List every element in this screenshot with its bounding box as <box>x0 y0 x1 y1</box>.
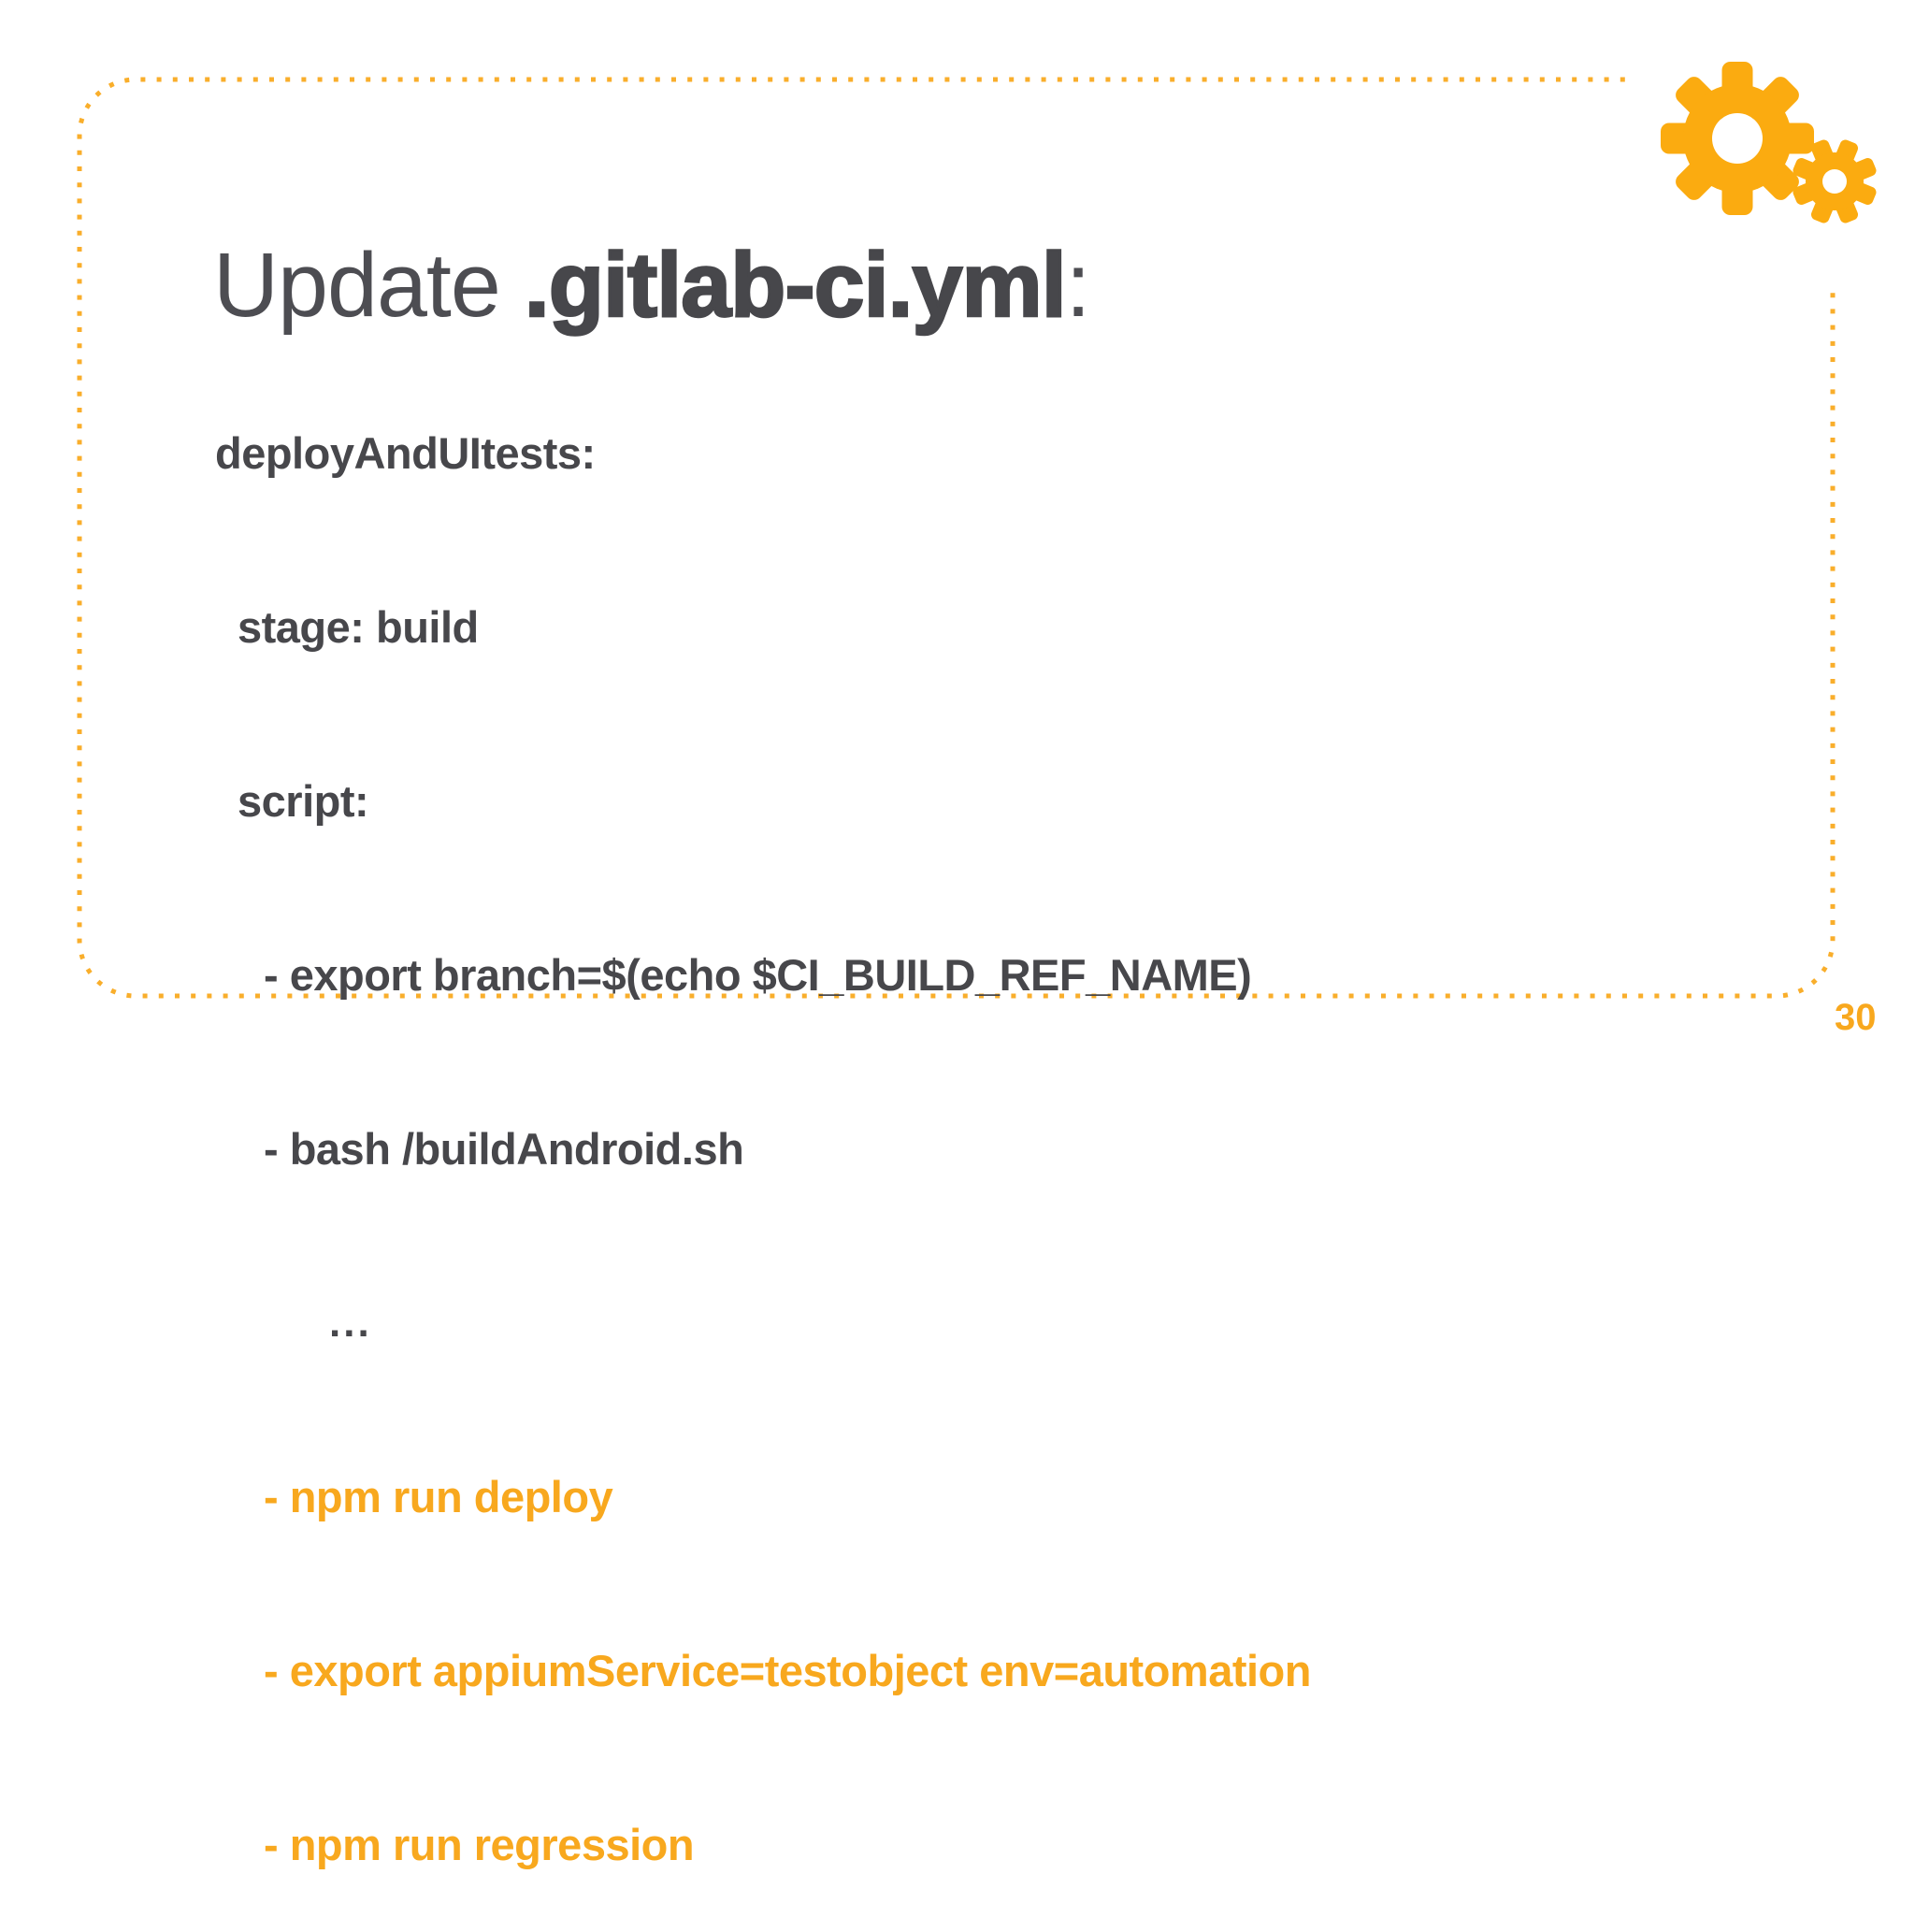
code-line: deployAndUItests: <box>215 428 596 478</box>
code-line: script: <box>238 776 369 826</box>
gears-icon <box>1629 49 1915 288</box>
dotted-border <box>77 77 1836 999</box>
page-number: 30 <box>1835 997 1877 1038</box>
code-line: - export appiumService=testobject env=au… <box>264 1646 1311 1695</box>
title-colon: : <box>1065 233 1091 336</box>
title-filename: .gitlab-ci.yml <box>524 233 1068 336</box>
code-line-ellipsis: ... <box>329 1300 372 1346</box>
title-prefix: Update <box>213 233 525 336</box>
code-block: deployAndUItests: stage: build script: -… <box>215 309 1311 1932</box>
code-line: - npm run deploy <box>264 1472 613 1521</box>
code-line: - export branch=$(echo $CI_BUILD_REF_NAM… <box>264 950 1252 1000</box>
code-line: stage: build <box>238 602 479 652</box>
code-line: - npm run regression <box>264 1820 695 1869</box>
page-title: Update .gitlab-ci.yml: <box>213 233 1091 336</box>
code-line: - bash /buildAndroid.sh <box>264 1124 744 1174</box>
